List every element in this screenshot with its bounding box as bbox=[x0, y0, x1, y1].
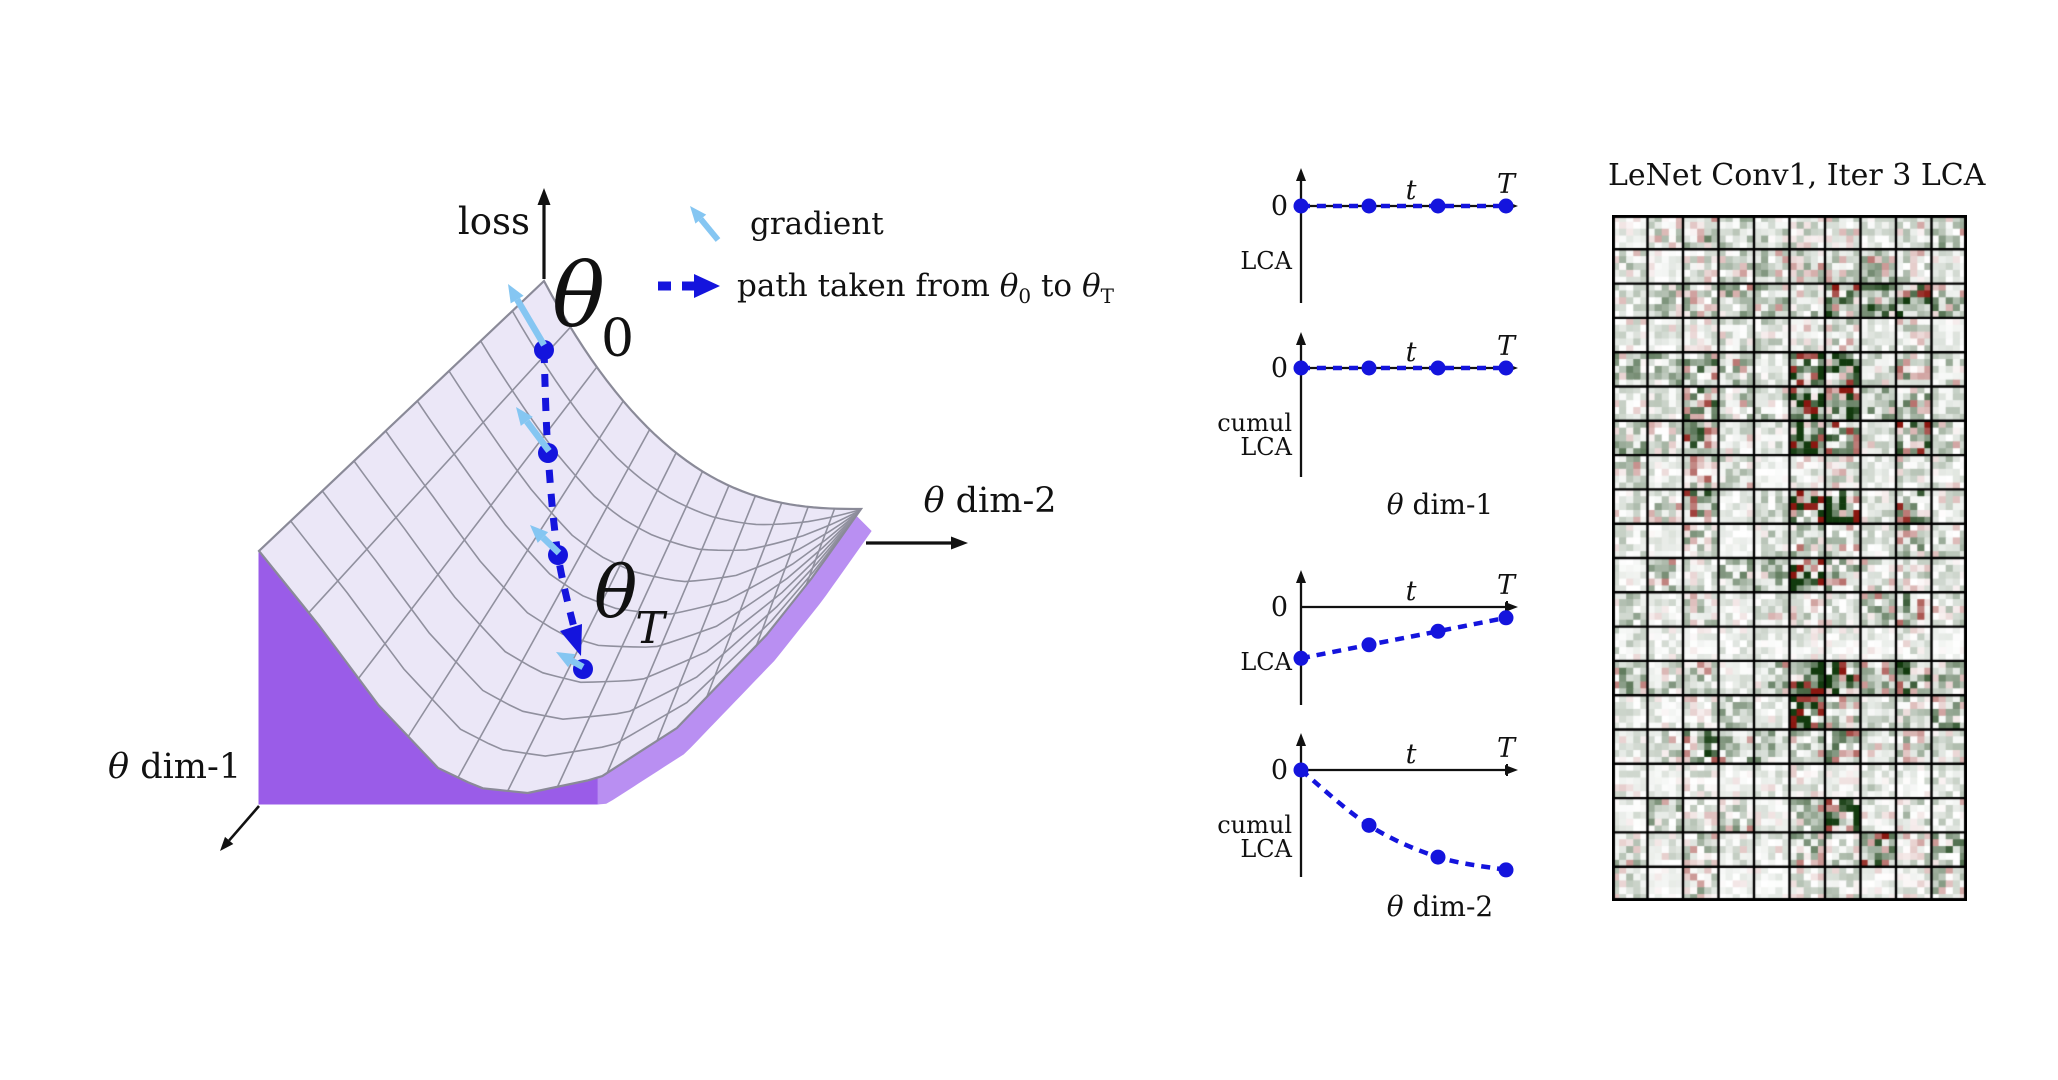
mini-plot-t-label: t bbox=[1406, 576, 1417, 607]
mini-plot-T-label: T bbox=[1497, 331, 1517, 362]
mini-plot-T-label: T bbox=[1497, 169, 1517, 200]
dashed-path-arrow-icon bbox=[658, 274, 720, 298]
legend-path-subT: T bbox=[1100, 284, 1114, 308]
mini-plot-group-label: θ dim-2 bbox=[1387, 890, 1493, 923]
mini-plot-zero-label: 0 bbox=[1271, 353, 1288, 384]
theta0-symbol: θ bbox=[552, 244, 605, 347]
mini-plot-dot bbox=[1430, 623, 1446, 639]
legend-path-theta0: θ bbox=[999, 268, 1019, 304]
mini-plot-dot bbox=[1498, 198, 1514, 214]
mini-plot-zero-label: 0 bbox=[1271, 592, 1288, 623]
heatmap-title: LeNet Conv1, Iter 3 LCA bbox=[1608, 158, 1986, 193]
legend-path-mid: to bbox=[1031, 268, 1082, 304]
mini-plot-ylabel: LCA bbox=[1240, 648, 1292, 676]
mini-plot: 0 t T LCA bbox=[1240, 570, 1518, 705]
mini-plot-dot bbox=[1430, 198, 1446, 214]
mini-plot-t-label: t bbox=[1406, 337, 1417, 368]
mini-plot-ylabel: LCA bbox=[1240, 433, 1292, 461]
dim2-theta: θ bbox=[923, 481, 945, 521]
theta-dim1-axis-label: θ dim-1 bbox=[108, 750, 241, 785]
mini-plot-dot bbox=[1498, 862, 1514, 878]
mini-plot-ylabel: cumul bbox=[1217, 811, 1292, 839]
loss-axis-label: loss bbox=[457, 200, 530, 243]
thetaT-label: θT bbox=[594, 556, 667, 651]
mini-plot-t-label: t bbox=[1406, 739, 1417, 770]
mini-plot-dot bbox=[1293, 360, 1309, 376]
path-point-dot bbox=[534, 340, 554, 360]
optimization-path bbox=[534, 340, 593, 679]
mini-plot-dot bbox=[1430, 360, 1446, 376]
lca-heatmap bbox=[1612, 215, 1967, 901]
gradient-arrows bbox=[508, 284, 585, 670]
mini-plot-T-label: T bbox=[1497, 570, 1517, 601]
legend-item-gradient: gradient bbox=[750, 206, 884, 242]
mini-plot-dot bbox=[1361, 817, 1377, 833]
mini-plot: 0 t T LCA bbox=[1240, 168, 1518, 303]
dim1-theta: θ bbox=[108, 747, 130, 787]
theta0-subscript: 0 bbox=[600, 309, 635, 369]
thetaT-subscript: T bbox=[635, 603, 665, 654]
mini-plot-dot bbox=[1361, 637, 1377, 653]
mini-plot-ylabel: LCA bbox=[1240, 247, 1292, 275]
mini-plot-dot bbox=[1430, 849, 1446, 865]
mini-plot-dot bbox=[1361, 360, 1377, 376]
legend-path-thetaT: θ bbox=[1081, 268, 1101, 304]
legend-path-pre: path taken from bbox=[737, 268, 1000, 304]
mini-plot-dot bbox=[1498, 610, 1514, 626]
mini-plot-zero-label: 0 bbox=[1271, 191, 1288, 222]
theta-dim2-axis-label: θ dim-2 bbox=[898, 484, 1082, 519]
mini-plot-dot bbox=[1498, 360, 1514, 376]
path-arrowhead bbox=[560, 624, 582, 656]
mini-plot-t-label: t bbox=[1406, 175, 1417, 206]
dim2-rest: dim-2 bbox=[944, 481, 1057, 521]
gradient-arrow-icon bbox=[690, 206, 721, 242]
mini-plot-T-label: T bbox=[1497, 733, 1517, 764]
theta0-label: θ0 bbox=[552, 252, 638, 366]
surface-grid bbox=[290, 310, 861, 792]
mini-plot-zero-label: 0 bbox=[1271, 755, 1288, 786]
legend-path-sub0: 0 bbox=[1018, 284, 1032, 308]
mini-plot-ylabel: cumul bbox=[1217, 409, 1292, 437]
dim1-rest: dim-1 bbox=[129, 747, 242, 787]
mini-plot-dot bbox=[1293, 198, 1309, 214]
mini-plot-dot bbox=[1361, 198, 1377, 214]
loss-surface bbox=[257, 279, 872, 805]
mini-plot-group-label: θ dim-1 bbox=[1387, 488, 1493, 521]
mini-plot-dot bbox=[1293, 650, 1309, 666]
legend-item-path: path taken from θ0 to θT bbox=[737, 268, 1114, 308]
thetaT-symbol: θ bbox=[594, 550, 638, 634]
mini-plot-ylabel: LCA bbox=[1240, 835, 1292, 863]
mini-plot-dot bbox=[1293, 762, 1309, 778]
surface-axes bbox=[220, 188, 968, 851]
